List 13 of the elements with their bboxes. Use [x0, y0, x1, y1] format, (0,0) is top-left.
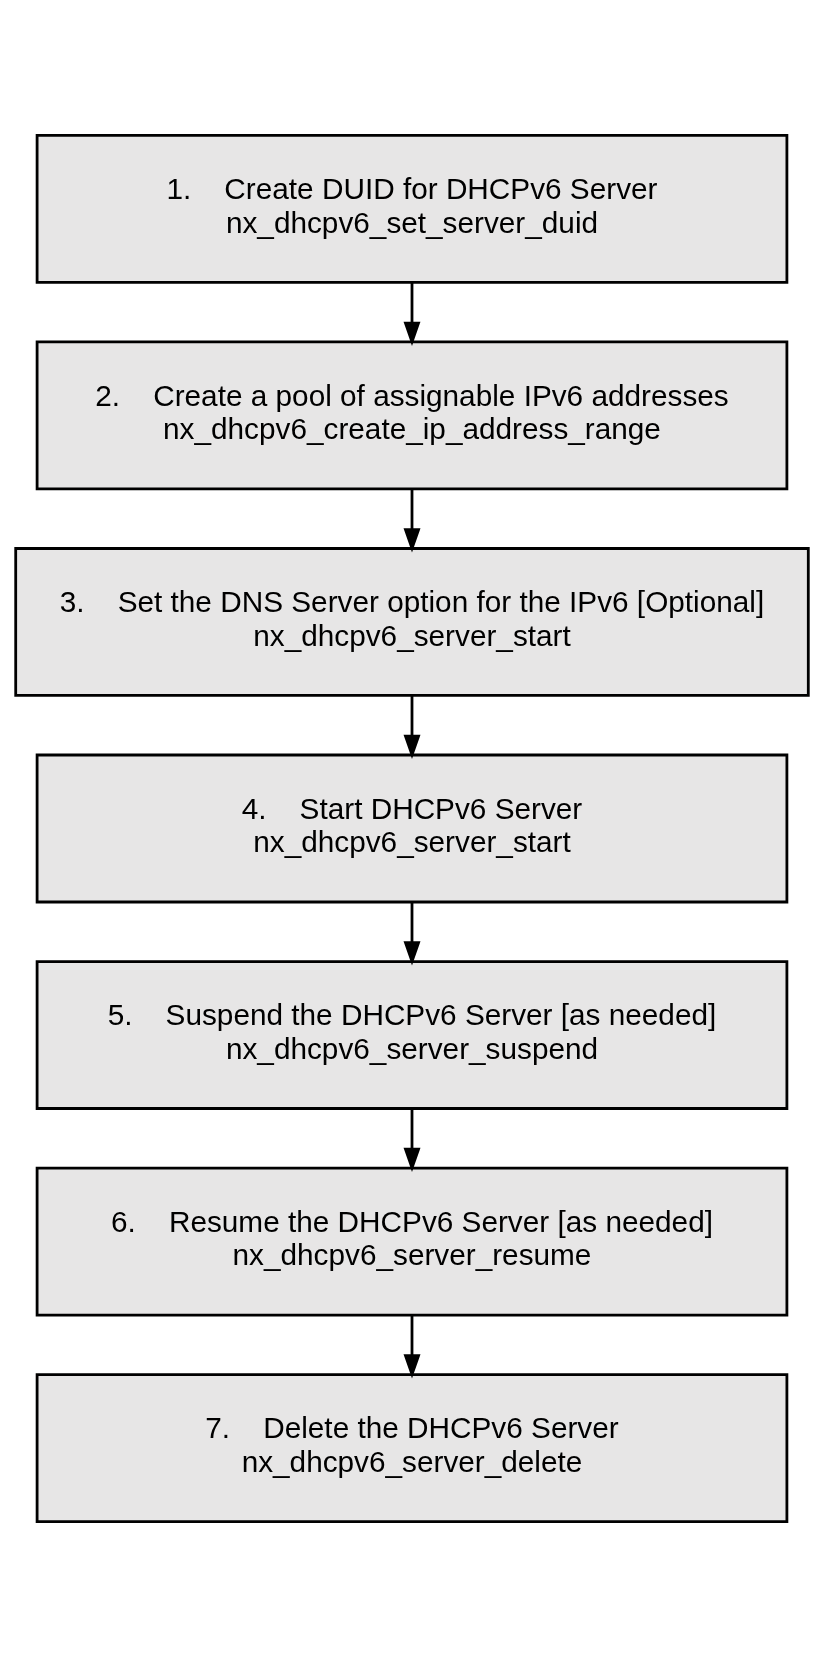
arrow [403, 1315, 421, 1379]
node-box: 1. Create DUID for DHCPv6 Server nx_dhcpv6_set_server_duid [35, 133, 789, 284]
node-box: 7. Delete the DHCPv6 Server nx_dhcpv6_server_delete [35, 1372, 789, 1523]
node-box: 6. Resume the DHCPv6 Server [as needed] nx_dhcpv6_server_resume [35, 1166, 789, 1316]
arrow [403, 901, 421, 966]
arrow [403, 488, 421, 552]
arrow [403, 1108, 421, 1172]
node-box: 4. Start DHCPv6 Server nx_dhcpv6_server_start [35, 753, 789, 903]
arrow [403, 695, 421, 759]
node-box: 3. Set the DNS Server option for the IPv6 [Optional] nx_dhcpv6_server_start [14, 546, 810, 697]
node-box: 5. Suspend the DHCPv6 Server [as needed] nx_dhcpv6_server_suspend [35, 959, 789, 1110]
node-box: 2. Create a pool of assignable IPv6 addresses nx_dhcpv6_create_ip_address_range [35, 340, 789, 490]
arrow [403, 282, 421, 346]
